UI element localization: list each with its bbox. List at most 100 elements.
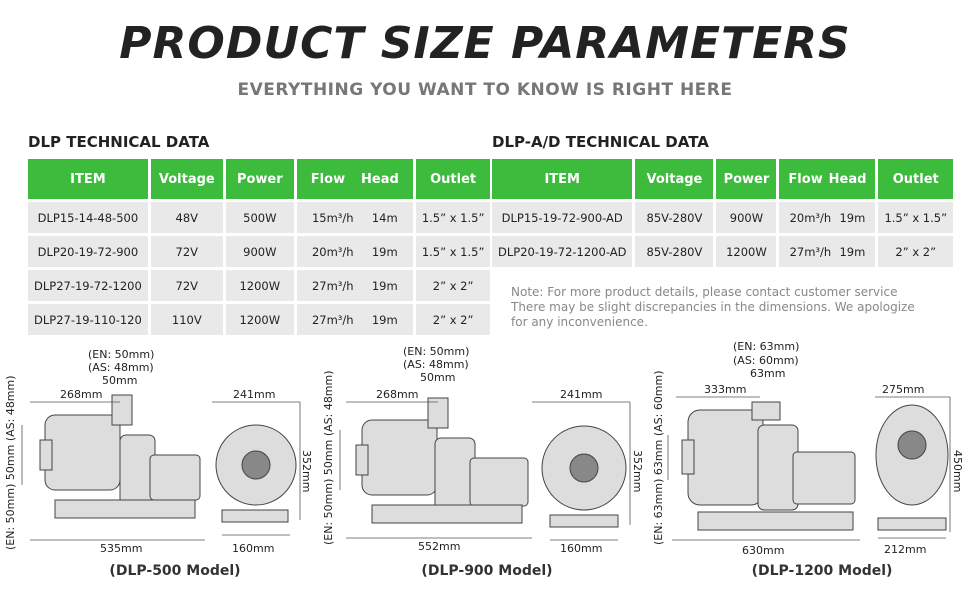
- pump-body: [434, 437, 476, 511]
- page-title: PRODUCT SIZE PARAMETERS: [119, 18, 851, 69]
- cell-flow: 15m³/h: [311, 210, 354, 225]
- cell-voltage: 72V: [150, 236, 223, 267]
- table-row: DLP27-19-72-1200 72V 1200W 27m³/h 19m 2” …: [28, 270, 491, 301]
- front-base: [221, 509, 289, 523]
- cell-outlet: 1.5” x 1.5”: [415, 202, 491, 233]
- base-plate: [54, 499, 196, 519]
- outlet-pipe: [751, 401, 781, 421]
- pump-body: [757, 424, 799, 511]
- col-voltage: Voltage: [635, 159, 714, 199]
- dim-as-top: (AS: 48mm): [88, 361, 154, 374]
- dim-front-height: 352mm: [300, 450, 313, 492]
- cell-outlet: 2” x 2”: [415, 270, 491, 301]
- motor-unit: [469, 457, 529, 507]
- dim-pipe: 63mm: [750, 367, 785, 380]
- dim-width-top: 268mm: [60, 388, 102, 401]
- col-power: Power: [225, 159, 294, 199]
- dim-front-height: 450mm: [951, 450, 964, 492]
- cell-item: DLP27-19-110-120: [28, 304, 148, 335]
- cell-item: DLP15-14-48-500: [28, 202, 148, 233]
- dim-front-width: 241mm: [560, 388, 602, 401]
- dim-side-vertical: (EN: 63mm) 63mm (AS: 60mm): [652, 370, 665, 545]
- col-head: Head: [361, 171, 399, 187]
- motor-unit: [792, 451, 856, 505]
- outlet-pipe: [111, 394, 133, 426]
- front-port: [569, 453, 599, 483]
- col-flow-head: Flow Head: [779, 159, 876, 199]
- dim-side-vertical: (EN: 50mm) 50mm (AS: 48mm): [322, 370, 335, 545]
- dlp-section-title: DLP TECHNICAL DATA: [28, 133, 210, 151]
- cell-head: 19m: [371, 244, 398, 259]
- cell-outlet: 1.5” x 1.5”: [415, 236, 491, 267]
- dim-width-top: 333mm: [704, 383, 746, 396]
- dim-length: 535mm: [100, 542, 142, 555]
- cell-power: 500W: [225, 202, 294, 233]
- model-caption-1200: (DLP-1200 Model): [751, 563, 893, 579]
- base-plate: [371, 504, 523, 524]
- cell-head: 19m: [371, 278, 398, 293]
- base-plate: [697, 511, 854, 531]
- cell-flow: 20m³/h: [311, 244, 354, 259]
- col-outlet: Outlet: [878, 159, 954, 199]
- col-voltage: Voltage: [150, 159, 223, 199]
- dim-as-top: (AS: 60mm): [733, 354, 799, 367]
- pump-housing: [361, 419, 438, 496]
- dim-front-width: 275mm: [882, 383, 924, 396]
- cell-flow: 27m³/h: [311, 278, 354, 293]
- cell-flow: 20m³/h: [789, 210, 832, 225]
- cell-power: 900W: [716, 202, 777, 233]
- cell-voltage: 110V: [150, 304, 223, 335]
- dim-as-top: (AS: 48mm): [403, 358, 469, 371]
- col-flow-head: Flow Head: [296, 159, 413, 199]
- cell-item: DLP15-19-72-900-AD: [492, 202, 633, 233]
- cell-item: DLP20-19-72-1200-AD: [492, 236, 633, 267]
- cell-voltage: 48V: [150, 202, 223, 233]
- dim-front-base: 160mm: [232, 542, 274, 555]
- inlet-pipe: [355, 444, 369, 476]
- cell-flow: 27m³/h: [311, 312, 354, 327]
- inlet-pipe: [39, 439, 53, 471]
- motor-unit: [149, 454, 201, 501]
- cell-flow-head: 20m³/h 19m: [296, 236, 413, 267]
- outlet-pipe: [427, 397, 449, 429]
- page-subtitle: EVERYTHING YOU WANT TO KNOW IS RIGHT HER…: [237, 80, 733, 100]
- dim-en-top: (EN: 50mm): [403, 345, 469, 358]
- table-row: DLP20-19-72-1200-AD 85V-280V 1200W 27m³/…: [492, 236, 954, 267]
- cell-head: 19m: [839, 244, 866, 259]
- col-head: Head: [828, 171, 867, 187]
- cell-power: 1200W: [225, 270, 294, 301]
- cell-item: DLP27-19-72-1200: [28, 270, 148, 301]
- model-caption-500: (DLP-500 Model): [109, 563, 241, 579]
- front-base: [877, 517, 947, 531]
- col-power: Power: [716, 159, 777, 199]
- col-flow: Flow: [788, 171, 823, 187]
- dim-front-base: 212mm: [884, 543, 926, 556]
- cell-flow-head: 27m³/h 19m: [296, 270, 413, 301]
- cell-power: 1200W: [716, 236, 777, 267]
- cell-power: 1200W: [225, 304, 294, 335]
- model-caption-900: (DLP-900 Model): [421, 563, 553, 579]
- cell-outlet: 1.5” x 1.5”: [878, 202, 954, 233]
- model-diagram-500: (EN: 50mm) (AS: 48mm) 50mm 268mm 535mm 2…: [0, 340, 320, 565]
- cell-voltage: 85V-280V: [635, 236, 714, 267]
- dim-front-width: 241mm: [233, 388, 275, 401]
- dim-pipe: 50mm: [420, 371, 455, 384]
- col-flow: Flow: [310, 171, 346, 187]
- cell-voltage: 85V-280V: [635, 202, 714, 233]
- col-item: ITEM: [28, 159, 148, 199]
- cell-voltage: 72V: [150, 270, 223, 301]
- model-diagram-1200: (EN: 63mm) (AS: 60mm) 63mm 333mm 630mm 2…: [650, 340, 970, 565]
- col-outlet: Outlet: [415, 159, 491, 199]
- front-port: [241, 450, 271, 480]
- dim-side-vertical: (EN: 50mm) 50mm (AS: 48mm): [4, 375, 17, 550]
